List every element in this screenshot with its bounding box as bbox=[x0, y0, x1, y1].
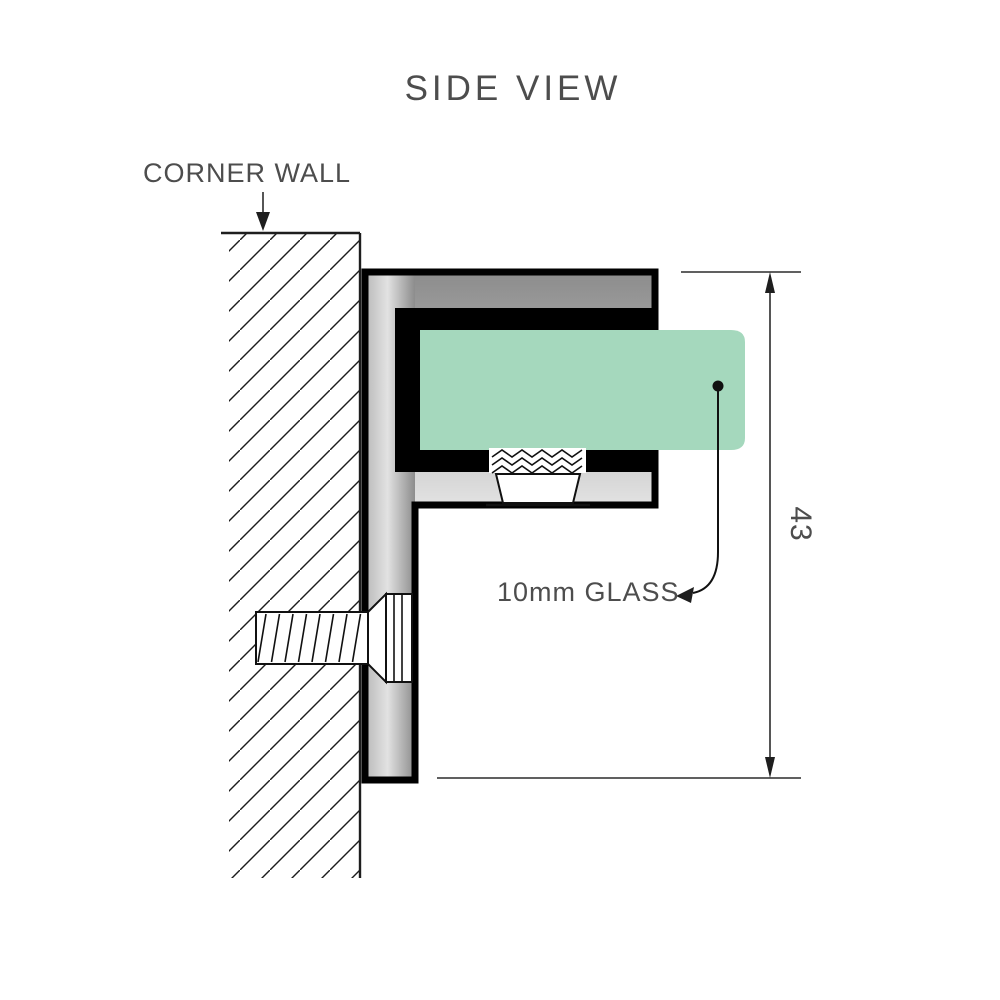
screw-thread bbox=[257, 613, 267, 663]
dim-arrow-bottom bbox=[765, 757, 775, 778]
leader-line bbox=[692, 386, 719, 594]
mounting-screw bbox=[255, 591, 413, 685]
dim-arrow-top bbox=[765, 272, 775, 293]
grub-screw bbox=[486, 448, 590, 507]
screw-thread bbox=[284, 613, 294, 663]
screw-thread bbox=[338, 613, 348, 663]
screw-thread bbox=[297, 613, 308, 663]
screw-thread bbox=[351, 613, 362, 663]
leader-arrow bbox=[676, 587, 694, 603]
screw-thread bbox=[311, 613, 321, 663]
glass-panel bbox=[420, 330, 745, 450]
mounting-screw-shaft bbox=[255, 611, 369, 665]
glass-label: 10mm GLASS bbox=[497, 577, 680, 607]
grub-screw-thread-2 bbox=[491, 457, 583, 466]
screw-head bbox=[385, 593, 413, 683]
dimension-value: 43 bbox=[784, 506, 817, 541]
corner-wall-arrow bbox=[256, 212, 270, 231]
grub-screw-body bbox=[494, 473, 582, 504]
page-title: SIDE VIEW bbox=[405, 69, 622, 108]
corner-wall-label: CORNER WALL bbox=[143, 158, 351, 188]
grub-screw-thread-3 bbox=[491, 465, 583, 474]
grub-screw-thread-1 bbox=[491, 449, 583, 458]
bracket-outline bbox=[361, 268, 659, 784]
screw-thread bbox=[270, 613, 281, 663]
wall-hatching bbox=[229, 233, 360, 878]
screw-thread bbox=[324, 613, 335, 663]
